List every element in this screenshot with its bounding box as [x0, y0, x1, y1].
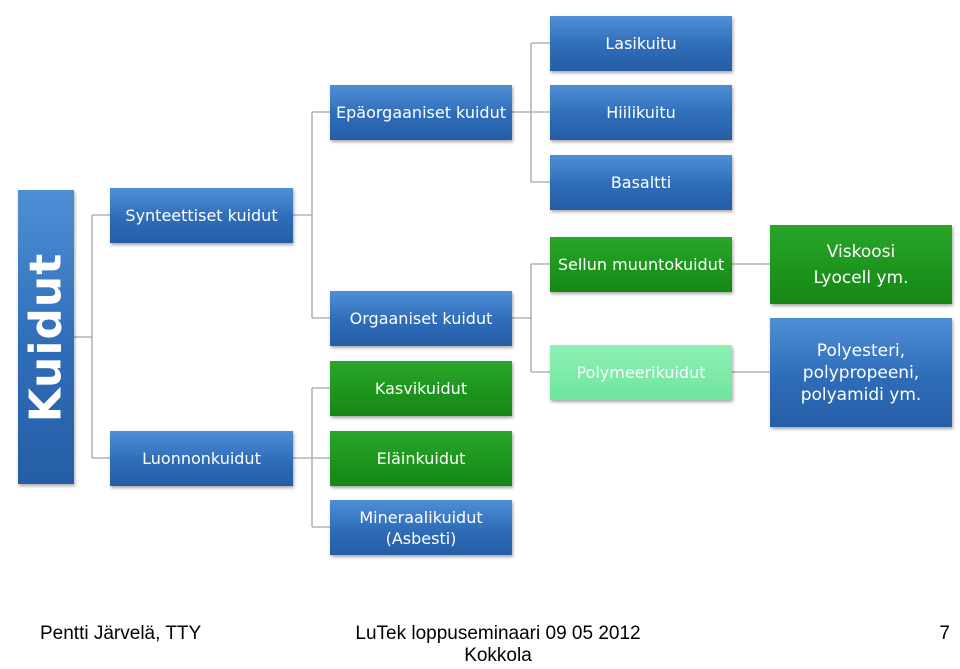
- node-elainkuidut: Eläinkuidut: [330, 431, 512, 486]
- node-label: Sellun muuntokuidut: [557, 255, 725, 274]
- node-basaltti: Basaltti: [550, 155, 732, 210]
- node-label: Lasikuitu: [605, 34, 677, 53]
- node-label: Luonnonkuidut: [142, 449, 261, 468]
- footer-event-name: LuTek loppuseminaari 09 05 2012: [355, 623, 641, 644]
- node-polymeerikuidut: Polymeerikuidut: [550, 345, 732, 400]
- node-polyesteri-polypropeeni-polyamidi: Polyesteri, polypropeeni, polyamidi ym.: [770, 318, 952, 427]
- node-label-line-1: Viskoosi: [826, 241, 896, 262]
- node-label: Eläinkuidut: [376, 449, 466, 468]
- node-label-line-1: Mineraalikuidut: [359, 507, 483, 527]
- node-label-line-2: (Asbesti): [385, 528, 457, 548]
- node-sellun-muuntokuidut: Sellun muuntokuidut: [550, 237, 732, 292]
- node-luonnonkuidut: Luonnonkuidut: [110, 431, 293, 486]
- node-kasvikuidut: Kasvikuidut: [330, 361, 512, 416]
- node-label: Basaltti: [610, 173, 672, 192]
- node-synteettiset-kuidut: Synteettiset kuidut: [110, 188, 293, 243]
- node-label-line-3: polyamidi ym.: [800, 384, 922, 405]
- root-node-kuidut: Kuidut: [18, 190, 74, 484]
- node-lasikuitu: Lasikuitu: [550, 16, 732, 71]
- node-label: Epäorgaaniset kuidut: [336, 103, 506, 122]
- footer-author: Pentti Järvelä, TTY: [40, 623, 202, 644]
- node-mineraalikuidut: Mineraalikuidut (Asbesti): [330, 500, 512, 555]
- node-label-line-2: polypropeeni,: [802, 362, 920, 383]
- node-label: Hiilikuitu: [606, 103, 676, 122]
- node-label: Synteettiset kuidut: [125, 206, 278, 225]
- node-viskoosi-lyocell: Viskoosi Lyocell ym.: [770, 225, 952, 304]
- node-label: Orgaaniset kuidut: [349, 309, 493, 328]
- footer-location: Kokkola: [464, 645, 532, 666]
- node-label: Kasvikuidut: [374, 379, 468, 398]
- node-hiilikuitu: Hiilikuitu: [550, 85, 732, 140]
- node-label-line-2: Lyocell ym.: [813, 267, 909, 288]
- node-orgaaniset-kuidut: Orgaaniset kuidut: [330, 291, 512, 346]
- root-node-label: Kuidut: [20, 252, 72, 422]
- node-label: Polymeerikuidut: [576, 363, 706, 382]
- footer-event: LuTek loppuseminaari 09 05 2012 Kokkola: [346, 623, 650, 667]
- node-epaorgaaniset-kuidut: Epäorgaaniset kuidut: [330, 85, 512, 140]
- node-label-line-1: Polyesteri,: [816, 340, 906, 361]
- page-number: 7: [939, 623, 950, 644]
